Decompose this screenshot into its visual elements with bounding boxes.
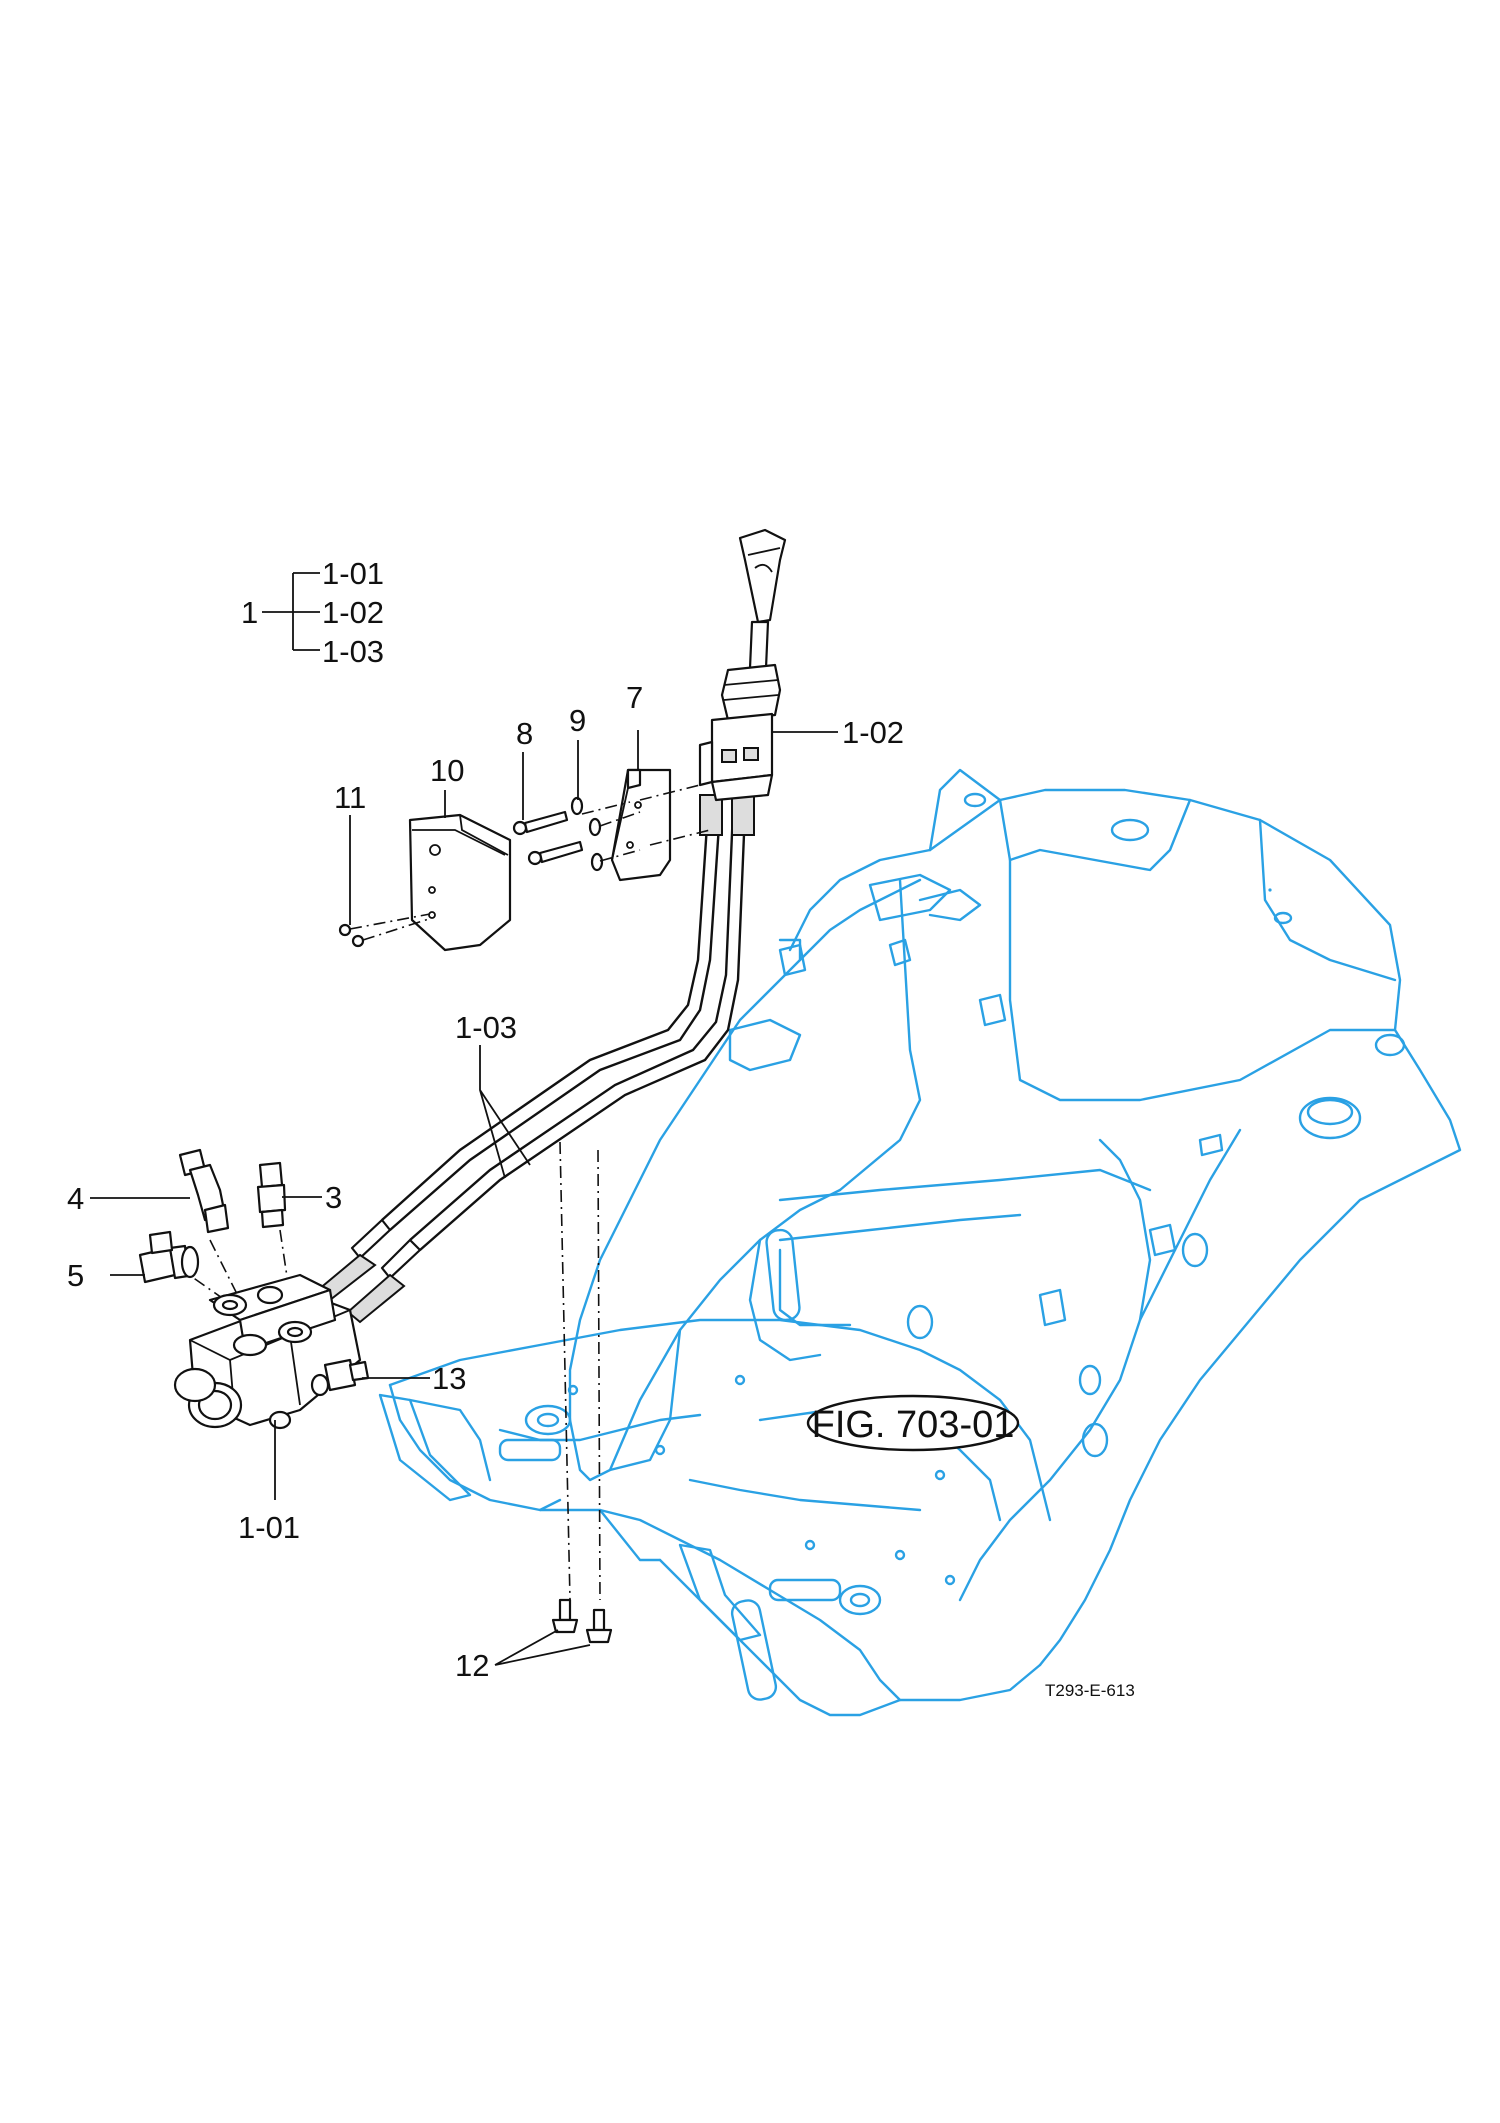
bracket-7 <box>610 768 672 882</box>
bolts-8 <box>512 810 584 866</box>
callout-13: 13 <box>432 1361 466 1396</box>
assembly-child-1-01: 1-01 <box>322 556 384 591</box>
callout-12: 12 <box>455 1648 489 1683</box>
control-valve-1-01 <box>173 1273 370 1430</box>
callout-10: 10 <box>430 753 464 788</box>
callout-7: 7 <box>626 680 643 715</box>
callout-11: 11 <box>334 780 366 815</box>
assembly-tree: 1 1-01 1-02 1-03 <box>241 556 384 669</box>
callout-4: 4 <box>67 1181 84 1216</box>
control-lever-assembly <box>698 528 787 802</box>
callout-1-03: 1-03 <box>455 1010 517 1045</box>
part-callouts: 7 8 9 10 11 1-02 1-03 4 3 5 13 1-01 12 <box>67 680 904 1683</box>
assembly-child-1-03: 1-03 <box>322 634 384 669</box>
bolts-12 <box>551 1598 613 1644</box>
drawing-code: T293-E-613 <box>1045 1681 1135 1700</box>
bracket-10 <box>408 813 512 952</box>
screws-11 <box>338 923 365 948</box>
assembly-parent-label: 1 <box>241 595 258 630</box>
fitting-4-elbow <box>178 1148 230 1234</box>
callout-5: 5 <box>67 1258 84 1293</box>
fitting-3-straight <box>256 1161 287 1229</box>
callout-1-01: 1-01 <box>238 1510 300 1545</box>
control-cables <box>316 794 755 1324</box>
figure-label-badge: FIG. 703-01 <box>806 1394 1020 1452</box>
fitting-5-tee <box>138 1230 200 1284</box>
assembly-child-1-02: 1-02 <box>322 595 384 630</box>
exploded-dash-lines <box>174 784 711 1601</box>
figure-label: FIG. 703-01 <box>812 1404 1015 1446</box>
tractor-fender-floor-outline <box>378 768 1462 1717</box>
callout-1-02: 1-02 <box>842 715 904 750</box>
callout-3: 3 <box>325 1180 342 1215</box>
leader-lines <box>90 572 838 1666</box>
washers-9 <box>570 796 604 872</box>
callout-9: 9 <box>569 703 586 738</box>
callout-8: 8 <box>516 716 533 751</box>
